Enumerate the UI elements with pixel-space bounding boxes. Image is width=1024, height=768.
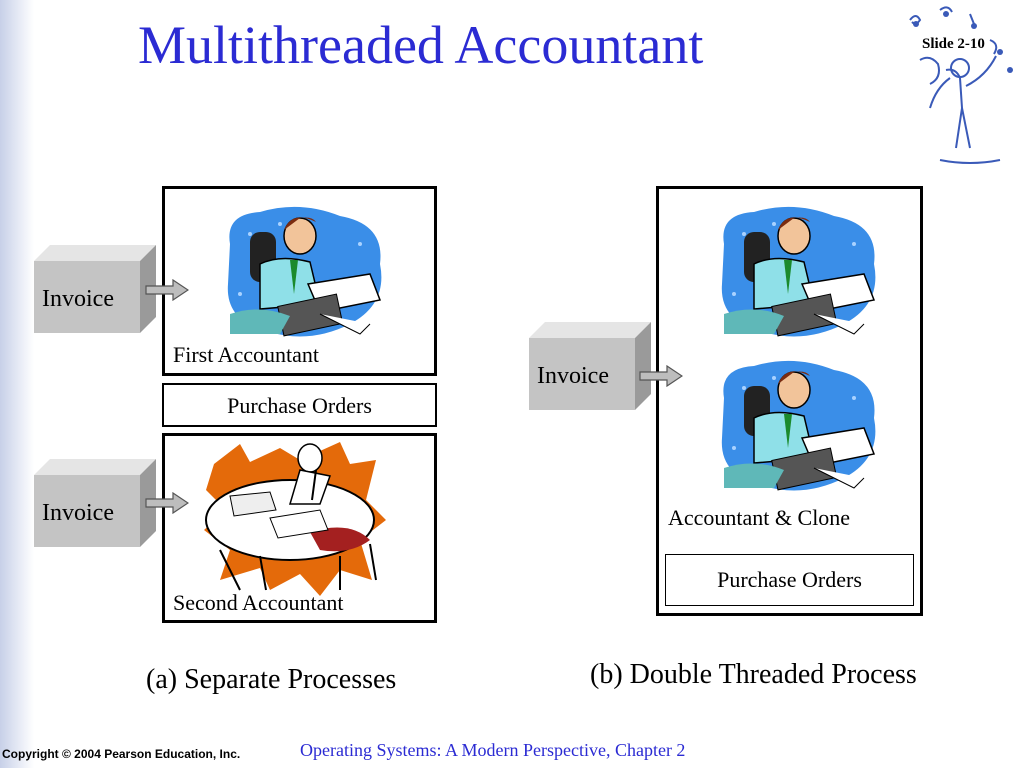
accountant-clone-label: Accountant & Clone [668,505,851,530]
arrow-bottom-left [145,492,189,514]
slide-title: Multithreaded Accountant [138,15,704,75]
thinking-accountant-clipart [204,442,386,596]
invoice-label-right: Invoice [537,363,609,389]
purchase-orders-label-right: Purchase Orders [717,567,862,592]
arrow-top-left [145,279,189,301]
purchase-orders-box-right: Purchase Orders [665,554,914,606]
second-accountant-label: Second Accountant [173,590,344,615]
footer-course-title: Operating Systems: A Modern Perspective,… [300,740,686,760]
accountant-clipart-2 [721,360,876,491]
slide-number: Slide 2-10 [922,36,985,52]
invoice-block-right [529,322,651,410]
footer-copyright: Copyright © 2004 Pearson Education, Inc. [2,747,241,761]
accountant-clipart [227,206,382,337]
accountant-clipart-1 [721,206,876,337]
purchase-orders-box-left: Purchase Orders [162,383,437,427]
arrow-right [639,365,683,387]
invoice-block-bottom-left [34,459,156,547]
caption-double-threaded: (b) Double Threaded Process [590,659,917,690]
invoice-label-top-left: Invoice [42,286,114,312]
slide-sidebar-gradient [0,0,34,768]
caption-separate-processes: (a) Separate Processes [146,664,397,695]
invoice-label-bottom-left: Invoice [42,500,114,526]
first-accountant-label: First Accountant [173,342,320,367]
conductor-clipart [909,6,1013,164]
purchase-orders-label-left: Purchase Orders [227,393,372,418]
